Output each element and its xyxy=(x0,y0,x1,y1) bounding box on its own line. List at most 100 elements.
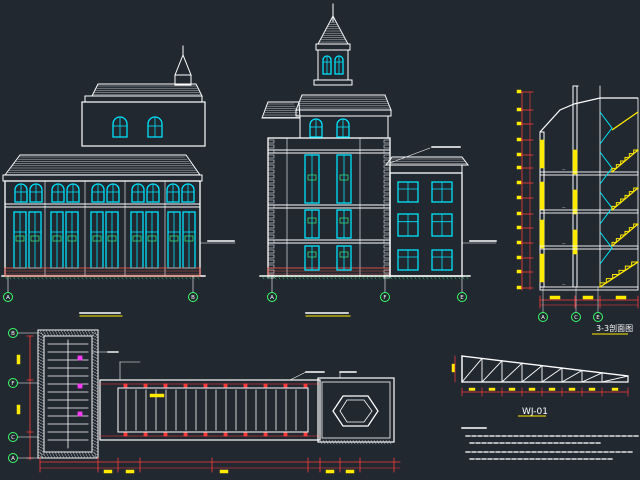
ground-hatch xyxy=(116,275,120,280)
ground-hatch xyxy=(60,275,64,280)
plan-wall-hatch xyxy=(91,403,99,408)
side-elevation-windows xyxy=(304,55,453,271)
ground-hatch xyxy=(313,275,317,280)
side-quoin xyxy=(267,169,275,174)
plan-wall-hatch xyxy=(370,439,374,445)
plan-wall-hatch xyxy=(54,329,59,337)
plan-column-dot xyxy=(223,383,228,388)
plan-column-dot xyxy=(223,432,228,437)
plan-wall-hatch xyxy=(337,439,341,445)
plan-wall-hatch xyxy=(346,439,350,445)
plan-wall-hatch xyxy=(39,329,44,337)
grid-bubble-plan-a-circle xyxy=(8,453,18,463)
plan-wall-hatch xyxy=(84,451,89,459)
front-upper-arched-window xyxy=(66,183,80,203)
side-quoin xyxy=(267,249,275,254)
plan-wall-hatch xyxy=(91,448,99,453)
plan-wall-hatch xyxy=(91,364,99,369)
site-plan xyxy=(16,329,401,474)
plan-wall-hatch xyxy=(37,364,45,369)
truss-diagonal xyxy=(581,372,603,383)
ground-hatch xyxy=(24,275,28,280)
side-quoin xyxy=(267,149,275,154)
stair-step xyxy=(624,230,630,235)
stair-step xyxy=(624,156,630,161)
plan-wall-hatch xyxy=(385,439,389,445)
plan-wall-hatch xyxy=(37,418,45,423)
plan-wall-hatch xyxy=(91,340,99,345)
plan-column-dot xyxy=(143,432,148,437)
side-quoin xyxy=(267,259,275,264)
ground-hatch xyxy=(160,275,164,280)
plan-wall-hatch xyxy=(37,337,45,342)
ground-hatch xyxy=(341,275,345,280)
section-dim-label xyxy=(516,107,522,112)
ground-hatch xyxy=(277,275,281,280)
front-elevation xyxy=(1,45,236,317)
stair-step xyxy=(611,205,617,210)
window-panel xyxy=(30,235,40,242)
grid-bubble-plan-c-circle xyxy=(8,432,18,442)
side-elevation-annex xyxy=(385,156,469,277)
grid-bubble-plan-f-label: F xyxy=(11,381,14,387)
section-bottom-dim-label xyxy=(615,295,627,300)
plan-wall-hatch xyxy=(37,415,45,420)
plan-wall-hatch xyxy=(91,370,99,375)
side-quoin xyxy=(267,229,275,234)
section-bottom-dim-label xyxy=(582,295,594,300)
plan-bottom-dim-label xyxy=(125,469,135,474)
plan-corridor-inner xyxy=(117,387,309,433)
front-upper-arched-window xyxy=(106,183,120,203)
section-dim-label xyxy=(516,269,522,274)
plan-wall-hatch xyxy=(37,421,45,426)
front-dormer-window xyxy=(147,116,163,138)
section-level-mark: — xyxy=(562,205,566,209)
plan-wall-hatch xyxy=(48,329,53,337)
ground-hatch xyxy=(329,275,333,280)
plan-wall-hatch xyxy=(37,448,45,453)
plan-wall-hatch xyxy=(37,433,45,438)
grid-bubble-side-f-label: F xyxy=(383,295,386,301)
stair-step xyxy=(633,149,638,154)
ground-hatch xyxy=(172,275,176,280)
plan-wall-hatch xyxy=(91,415,99,420)
plan-wall-hatch xyxy=(37,340,45,345)
ground-hatch xyxy=(152,275,156,280)
truss-diagonal xyxy=(461,357,483,383)
truss-dim-label xyxy=(548,387,556,391)
section-level-mark: — xyxy=(562,167,566,171)
ground-hatch xyxy=(285,275,289,280)
side-quoin xyxy=(383,154,391,159)
ground-hatch xyxy=(273,275,277,280)
plan-wall-hatch xyxy=(319,439,323,445)
grid-bubble-plan-b-circle xyxy=(8,328,18,338)
plan-bottom-dim-label xyxy=(219,469,229,474)
section-dim-label xyxy=(516,165,522,170)
plan-wall-hatch xyxy=(51,329,56,337)
side-quoin xyxy=(383,144,391,149)
plan-column-dot xyxy=(263,432,268,437)
ground-hatch xyxy=(52,275,56,280)
stair-step xyxy=(615,164,621,169)
stair-step xyxy=(624,265,632,271)
side-quoin xyxy=(267,224,275,229)
window-panel xyxy=(339,174,349,181)
ground-hatch xyxy=(261,275,265,280)
window-panel xyxy=(147,235,157,242)
plan-wall-hatch xyxy=(373,439,377,445)
annex-wall xyxy=(389,172,463,277)
window-panel xyxy=(184,235,194,242)
plan-wall-hatch xyxy=(37,370,45,375)
plan-wall-hatch xyxy=(355,439,359,445)
plan-wall-hatch xyxy=(361,439,365,445)
plan-wall-hatch xyxy=(91,418,99,423)
section-dim-label xyxy=(516,152,522,157)
plan-column-dot xyxy=(203,383,208,388)
side-quoin xyxy=(267,139,275,144)
plan-wall-hatch xyxy=(93,451,98,459)
truss-detail: WJ-01 xyxy=(451,355,629,417)
window-panel xyxy=(107,235,117,242)
ground-hatch xyxy=(345,275,349,280)
ground-hatch xyxy=(72,275,76,280)
